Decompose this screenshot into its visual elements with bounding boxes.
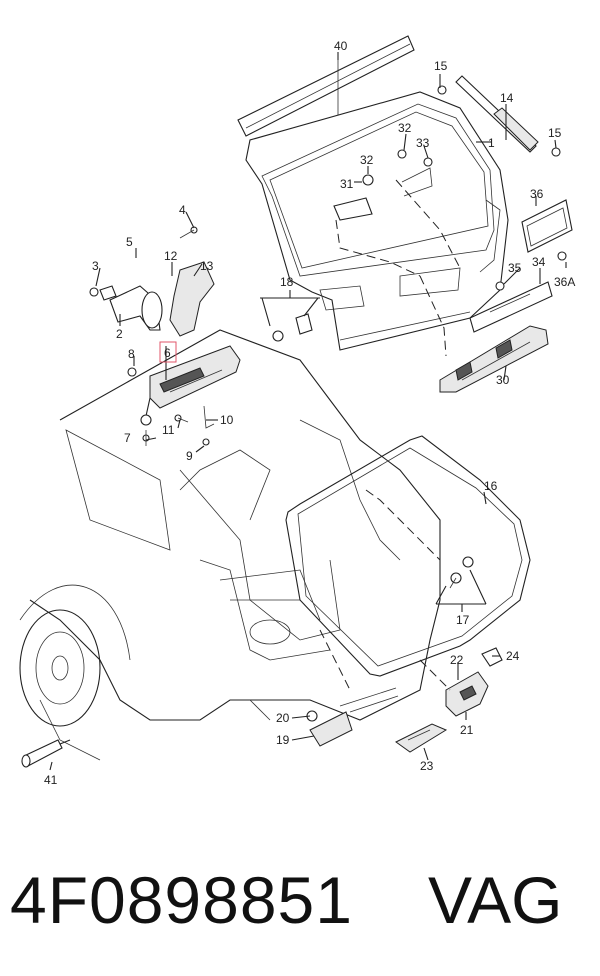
callout-14: 14 (500, 91, 514, 105)
tailgate-module (140, 345, 241, 426)
callout-4: 4 (179, 203, 186, 217)
callout-33: 33 (416, 136, 430, 150)
callout-32-lower: 32 (360, 153, 374, 167)
leader-lines (49, 52, 567, 771)
callout-5: 5 (126, 235, 133, 249)
callout-17: 17 (456, 613, 470, 627)
callout-11: 11 (162, 423, 175, 437)
hinge-cover (169, 261, 215, 337)
car-body (19, 329, 441, 761)
callout-32-upper: 32 (398, 121, 412, 135)
callout-20: 20 (276, 711, 290, 725)
tailgate (245, 91, 509, 351)
trim-strip (469, 281, 553, 333)
tool (21, 739, 71, 768)
callout-6: 6 (164, 346, 171, 360)
callout-6-highlight (159, 341, 177, 363)
callout-30: 30 (496, 373, 510, 387)
callout-3: 3 (92, 259, 99, 273)
callout-15-right: 15 (548, 126, 562, 140)
callout-15-left: 15 (434, 59, 448, 73)
callout-16: 16 (484, 479, 498, 493)
callout-34: 34 (532, 255, 546, 269)
callout-35: 35 (508, 261, 522, 275)
callout-9: 9 (186, 449, 193, 463)
striker (481, 647, 503, 667)
callout-41: 41 (44, 773, 58, 787)
fasteners (449, 556, 474, 589)
lock-cylinder (395, 723, 448, 753)
callout-22: 22 (450, 653, 464, 667)
gas-strut (437, 75, 561, 157)
footer: 4F0898851 VAG (0, 850, 600, 950)
license-plate-holder (521, 199, 573, 253)
callouts: 40 15 14 15 1 32 33 32 31 36 35 34 36A 3… (44, 39, 575, 787)
tailgate-handle (439, 325, 549, 393)
bracket (203, 405, 215, 429)
callout-19: 19 (276, 733, 290, 747)
callout-8: 8 (128, 347, 135, 361)
callout-1: 1 (488, 136, 495, 150)
callout-2: 2 (116, 327, 123, 341)
callout-36: 36 (530, 187, 544, 201)
callout-36a: 36A (554, 275, 575, 289)
part-number: 4F0898851 (10, 863, 353, 937)
wiring-route (319, 179, 461, 691)
callout-10: 10 (220, 413, 234, 427)
hinge (99, 285, 163, 331)
callout-7: 7 (124, 431, 131, 445)
callout-40: 40 (334, 39, 348, 53)
rear-spoiler (237, 35, 415, 137)
lock (445, 671, 489, 717)
callout-18: 18 (280, 275, 294, 289)
callout-24: 24 (506, 649, 520, 663)
callout-12: 12 (164, 249, 178, 263)
hardware (89, 149, 567, 446)
tailgate-seal (285, 435, 531, 677)
parts-diagram: 40 15 14 15 1 32 33 32 31 36 35 34 36A 3… (19, 35, 575, 787)
callout-21: 21 (460, 723, 474, 737)
callout-31: 31 (340, 177, 354, 191)
callout-23: 23 (420, 759, 434, 773)
callout-13: 13 (200, 259, 214, 273)
brand-label: VAG (428, 863, 563, 937)
